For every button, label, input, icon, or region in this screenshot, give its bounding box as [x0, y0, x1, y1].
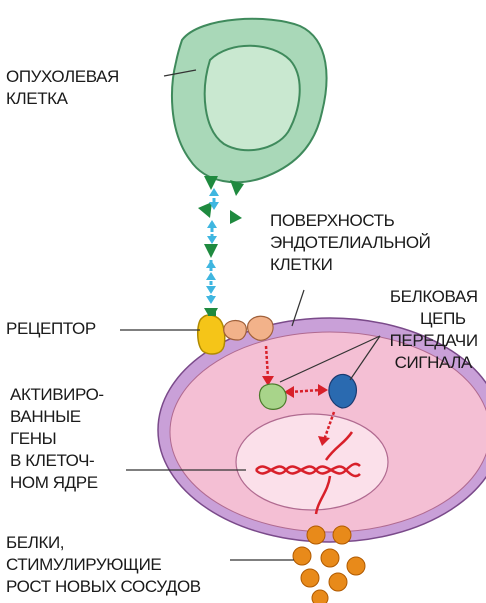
- signal-protein-green: [260, 384, 287, 409]
- signal-protein-peach-2: [248, 316, 273, 340]
- growth-factor-4: [230, 210, 242, 224]
- receptor: [198, 308, 225, 354]
- growth-factor-5: [204, 244, 218, 258]
- tumor-cell: [172, 19, 327, 182]
- growth-factor-1: [204, 176, 218, 190]
- signal-protein-blue: [329, 374, 356, 408]
- growth-factors: [198, 176, 244, 320]
- label-tumor-cell: ОПУХОЛЕВАЯ КЛЕТКА: [6, 67, 123, 108]
- label-endothelial-surface: ПОВЕРХНОСТЬ ЭНДОТЕЛИАЛЬНОЙ КЛЕТКИ: [270, 211, 435, 274]
- growth-factor-3: [198, 202, 212, 218]
- label-activated-genes: АКТИВИРО- ВАННЫЕ ГЕНЫ В КЛЕТОЧ- НОМ ЯДРЕ: [10, 385, 108, 492]
- label-proteins: БЕЛКИ, СТИМУЛИРУЮЩИЕ РОСТ НОВЫХ СОСУДОВ: [6, 533, 201, 596]
- tumor-cell-nucleus: [205, 46, 300, 151]
- signal-protein-peach-1: [224, 320, 247, 340]
- label-receptor: РЕЦЕПТОР: [6, 319, 96, 338]
- cell-nucleus: [236, 414, 388, 510]
